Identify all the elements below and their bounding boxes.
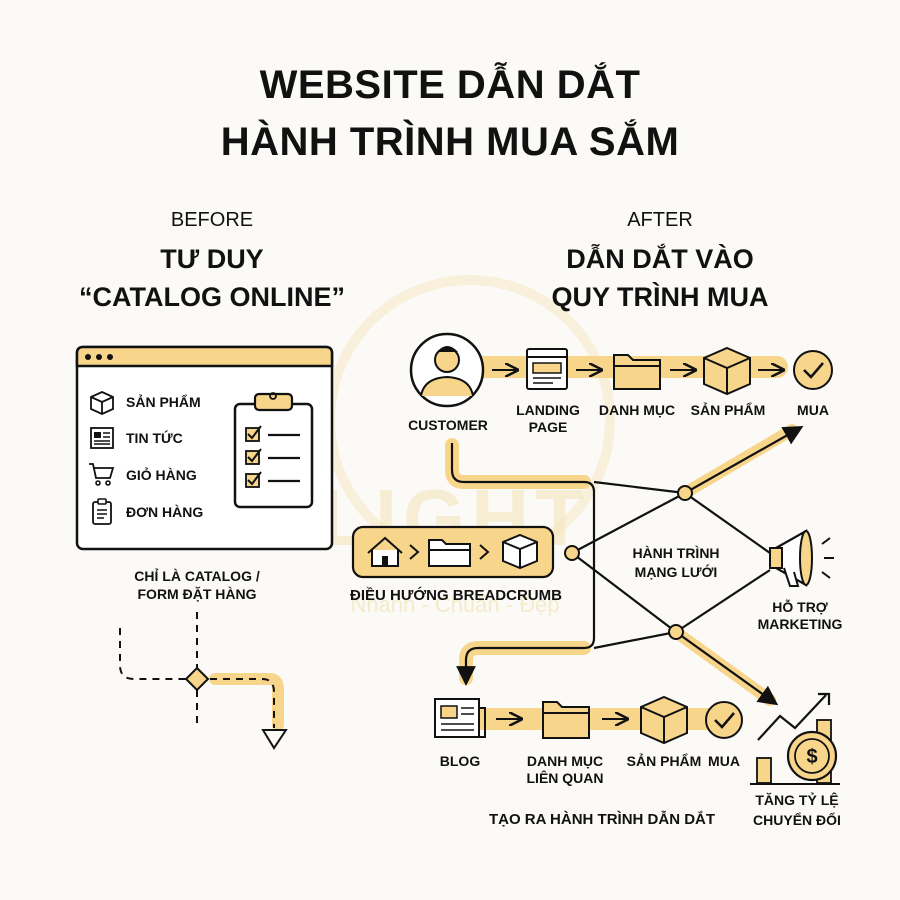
box-icon bbox=[90, 391, 114, 415]
cart-icon bbox=[89, 463, 115, 486]
after-subtitle-line2: QUY TRÌNH MUA bbox=[551, 281, 768, 312]
product-label: SẢN PHẨM bbox=[691, 401, 766, 418]
window-dots-icon bbox=[85, 354, 113, 360]
top-flow: CUSTOMER LANDING PAGE DANH MỤC SẢN PHẨM … bbox=[408, 332, 833, 435]
menu-label-news: TIN TỨC bbox=[126, 429, 183, 446]
before-caption-line1: CHỈ LÀ CATALOG / bbox=[134, 568, 260, 584]
customer-label: CUSTOMER bbox=[408, 417, 488, 433]
network-paths bbox=[445, 424, 804, 706]
page-title-line2: HÀNH TRÌNH MUA SẮM bbox=[221, 118, 680, 164]
after-subtitle-line1: DẪN DẮT VÀO bbox=[566, 243, 754, 274]
related-label-line1: DANH MỤC bbox=[527, 753, 603, 769]
checkmark-circle-icon bbox=[705, 701, 743, 739]
customer-avatar-icon bbox=[409, 332, 485, 408]
menu-label-orders: ĐƠN HÀNG bbox=[126, 504, 203, 520]
folder-icon bbox=[613, 354, 661, 390]
menu-label-cart: GIỎ HÀNG bbox=[126, 466, 197, 483]
menu-item-news: TIN TỨC bbox=[90, 427, 183, 449]
before-caption-line2: FORM ĐẶT HÀNG bbox=[138, 586, 257, 602]
folder-icon bbox=[542, 701, 590, 739]
checkmark-circle-icon bbox=[793, 350, 833, 390]
menu-item-orders: ĐƠN HÀNG bbox=[92, 498, 203, 525]
menu-item-cart: GIỎ HÀNG bbox=[89, 463, 197, 486]
bottom-flow: BLOG DANH MỤC LIÊN QUAN SẢN PHẨM MUA bbox=[434, 695, 743, 786]
box-icon bbox=[502, 533, 538, 570]
conversion-label-line2: CHUYỂN ĐỔI bbox=[753, 811, 841, 828]
breadcrumb-label: ĐIỀU HƯỚNG BREADCRUMB bbox=[350, 586, 562, 604]
growth-chart-icon: $ bbox=[750, 692, 840, 785]
network-label-line2: MẠNG LƯỚI bbox=[635, 563, 718, 580]
product-box-icon bbox=[640, 695, 688, 745]
network-label-line1: HÀNH TRÌNH bbox=[632, 545, 719, 561]
blog-label: BLOG bbox=[440, 753, 481, 769]
blog-newspaper-icon bbox=[434, 698, 486, 738]
home-icon bbox=[367, 536, 403, 567]
landing-label-line2: PAGE bbox=[529, 419, 568, 435]
dollar-icon: $ bbox=[806, 746, 817, 768]
bottom-buy-label: MUA bbox=[708, 753, 740, 769]
clipboard-icon bbox=[92, 498, 112, 525]
newspaper-icon bbox=[90, 427, 114, 449]
checklist-clipboard-icon bbox=[233, 392, 314, 509]
folder-icon bbox=[428, 539, 471, 567]
after-bottom-caption: TẠO RA HÀNH TRÌNH DẪN DẮT bbox=[489, 810, 715, 828]
breadcrumb-bar bbox=[351, 525, 555, 579]
before-subtitle-line1: TƯ DUY bbox=[160, 244, 263, 274]
dashed-decision-flow bbox=[119, 612, 288, 750]
menu-item-products: SẢN PHẨM bbox=[90, 391, 201, 415]
megaphone-icon bbox=[769, 529, 834, 587]
watermark-tagline: Nhanh - Chuẩn - Đẹp bbox=[350, 592, 559, 617]
after-heading: AFTER bbox=[627, 209, 693, 231]
landing-label-line1: LANDING bbox=[516, 402, 580, 418]
related-label-line2: LIÊN QUAN bbox=[527, 769, 604, 786]
before-heading: BEFORE bbox=[171, 209, 253, 231]
landing-page-icon bbox=[526, 348, 568, 390]
before-subtitle-line2: “CATALOG ONLINE” bbox=[79, 282, 345, 312]
marketing-label-line2: MARKETING bbox=[758, 616, 843, 632]
catalog-browser-window: SẢN PHẨM TIN TỨC GIỎ HÀNG ĐƠN bbox=[75, 345, 334, 551]
bottom-product-label: SẢN PHẨM bbox=[627, 752, 702, 769]
buy-label: MUA bbox=[797, 402, 829, 418]
conversion-label-line1: TĂNG TỶ LỆ bbox=[755, 791, 838, 808]
page-title-line1: WEBSITE DẪN DẮT bbox=[260, 61, 641, 107]
menu-label-products: SẢN PHẨM bbox=[126, 393, 201, 410]
marketing-label-line1: HỖ TRỢ bbox=[772, 598, 828, 615]
category-label: DANH MỤC bbox=[599, 402, 675, 418]
product-box-icon bbox=[703, 346, 751, 396]
